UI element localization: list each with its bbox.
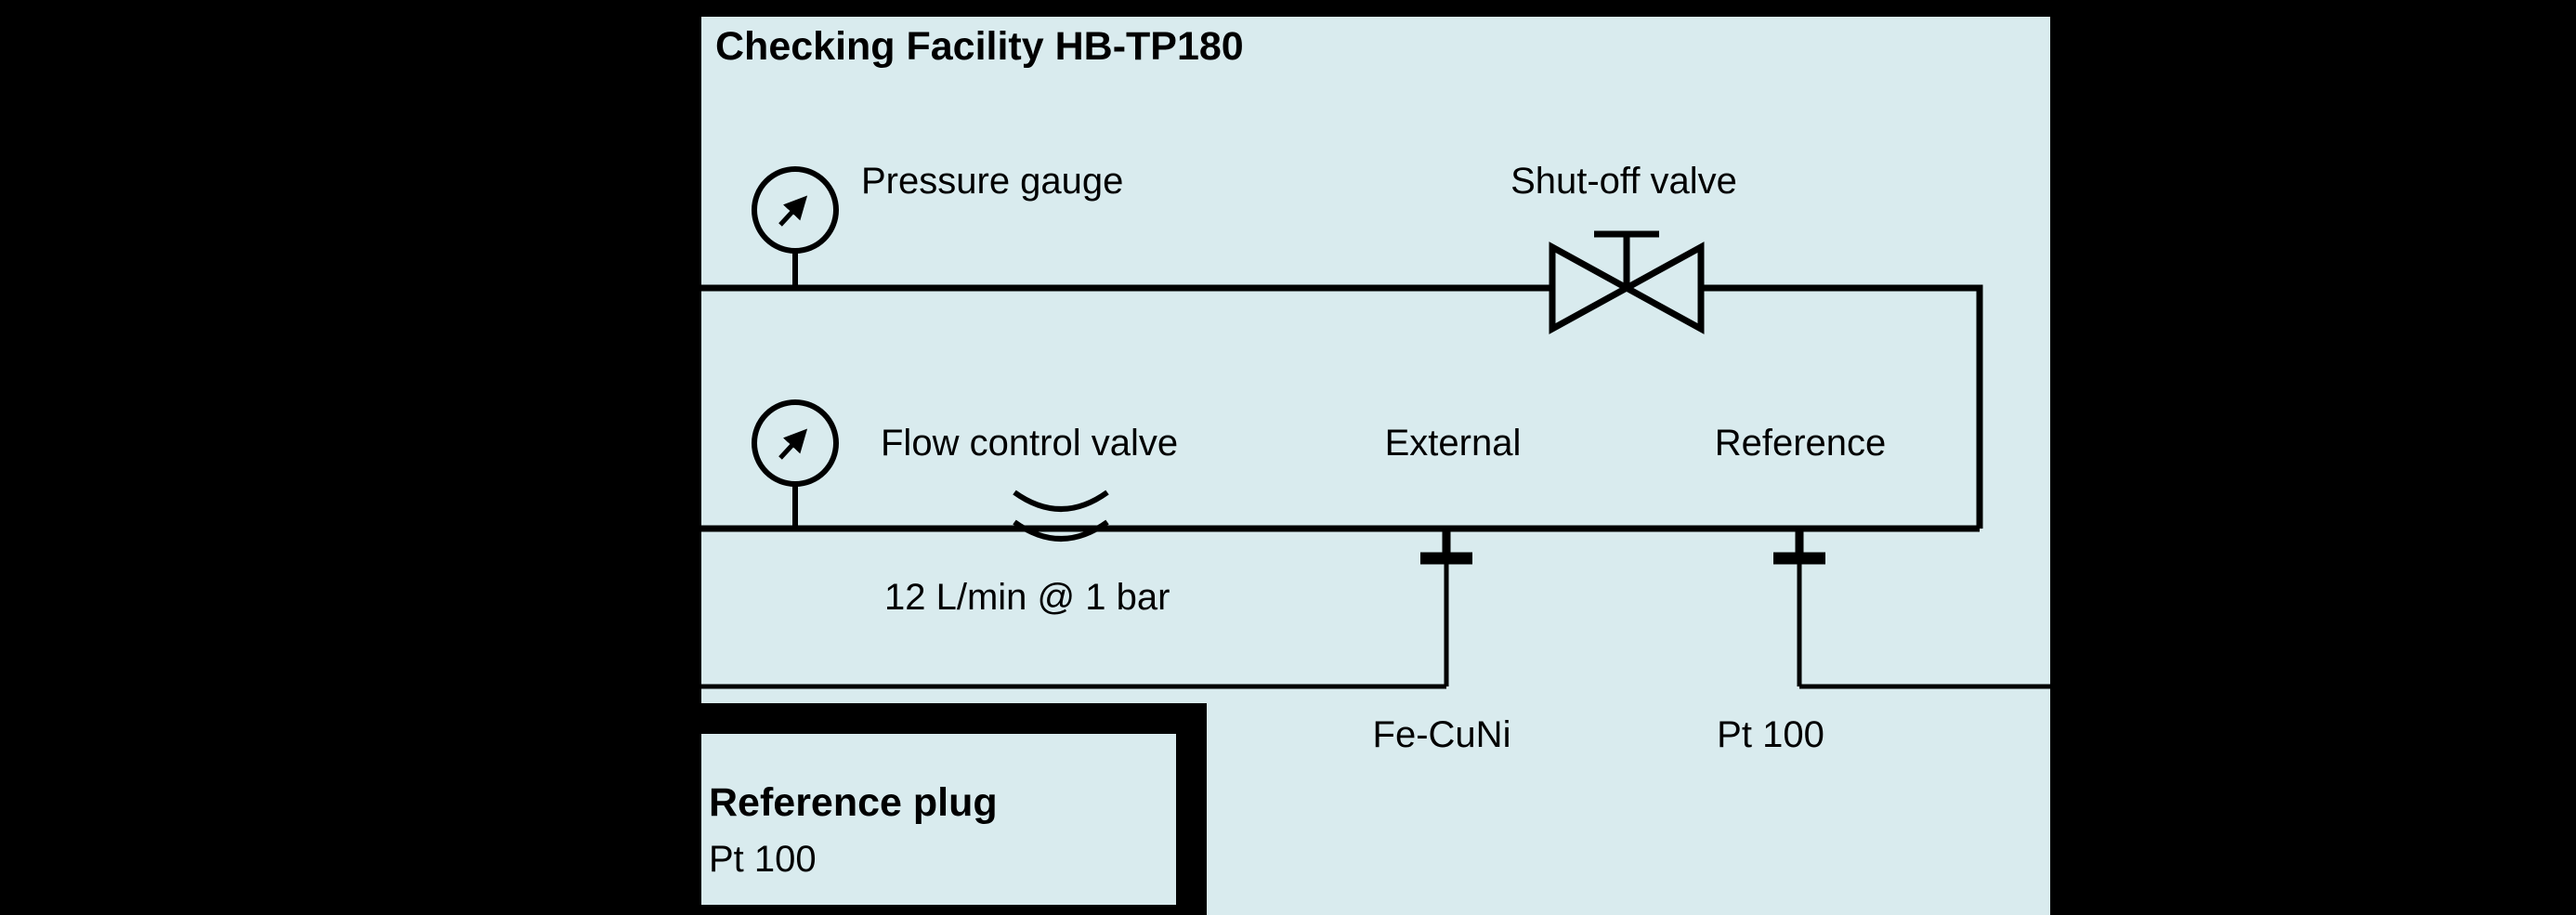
pipe-lines: [701, 284, 1983, 532]
checking-facility-panel: [701, 17, 2050, 915]
shutoff-valve-icon: [1549, 230, 1705, 334]
reference-plug-sensor-type: Pt 100: [709, 839, 817, 880]
flow-rate-label: 12 L/min @ 1 bar: [884, 577, 1170, 618]
reference-plug-box-border: [701, 703, 1207, 915]
page-title: Checking Facility HB-TP180: [715, 24, 1244, 69]
external-sensor-connector: [701, 529, 1472, 689]
pressure-gauge-label: Pressure gauge: [861, 161, 1124, 202]
flow-control-valve-label: Flow control valve: [881, 423, 1179, 464]
flow-restrictor-icon: [1013, 490, 1109, 542]
reference-plug-title: Reference plug: [709, 780, 998, 825]
reference-sensor-type-label: Pt 100: [1717, 714, 1824, 755]
upper-pipe-line: [701, 284, 1983, 529]
reference-label: Reference: [1714, 423, 1887, 464]
reference-sensor-connector: [1773, 529, 2050, 689]
external-label: External: [1384, 423, 1522, 464]
external-sensor-type-label: Fe-CuNi: [1372, 714, 1511, 755]
pressure-gauge-icon: [752, 166, 839, 288]
flow-gauge-icon: [752, 399, 839, 529]
shutoff-valve-label: Shut-off valve: [1510, 161, 1737, 202]
